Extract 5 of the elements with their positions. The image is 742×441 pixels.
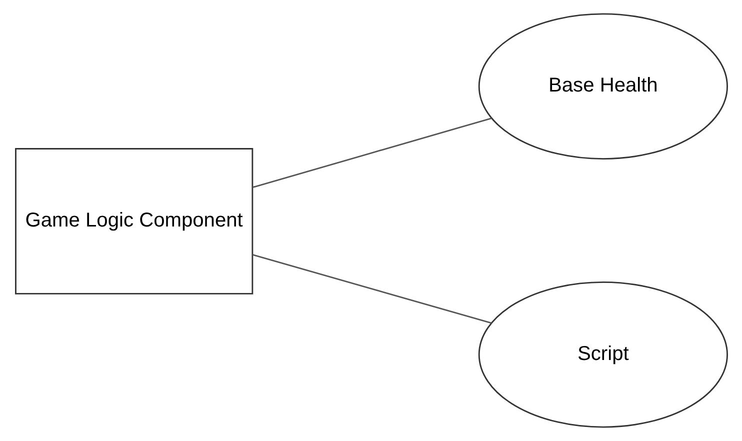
node-ellipse: Base Health [478,13,728,160]
connector [252,118,492,188]
node-box: Game Logic Component [14,148,253,294]
node-ellipse: Script [478,281,728,428]
connector [252,254,492,324]
